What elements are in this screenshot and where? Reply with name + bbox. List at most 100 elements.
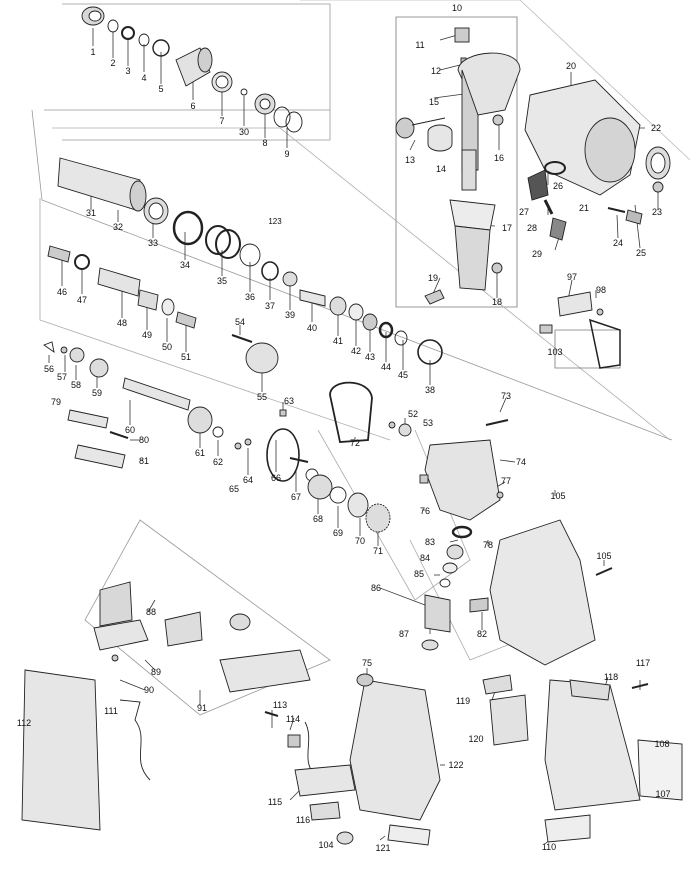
part-90-art: [111, 654, 119, 662]
label-20: 20: [565, 61, 577, 71]
part-27-art: [527, 169, 549, 201]
frame-upper-right-group: [300, 0, 691, 161]
part-42-art: [348, 303, 364, 321]
label-27: 27: [518, 207, 530, 217]
label-5: 5: [158, 84, 164, 94]
part-89-art: [93, 619, 149, 651]
part-108-art: [637, 739, 683, 801]
part-14-art: [427, 124, 453, 152]
part-29-art: [549, 217, 567, 241]
part-120-art: [489, 694, 529, 746]
label-51: 51: [180, 352, 192, 362]
part-37-art: [261, 261, 279, 281]
part-5-art: [152, 39, 170, 57]
part-18-art: [491, 262, 503, 274]
part-23-art: [652, 181, 664, 193]
label-76: 76: [419, 506, 431, 516]
part-21-art: [524, 79, 641, 196]
label-108: 108: [654, 739, 670, 749]
label-64: 64: [242, 475, 254, 485]
part-52-art: [388, 421, 396, 429]
part-118-art: [569, 679, 611, 701]
label-65: 65: [228, 484, 240, 494]
part-122-art: [349, 679, 441, 821]
label-4: 4: [141, 73, 147, 83]
label-90: 90: [143, 685, 155, 695]
part-49-art: [137, 289, 159, 311]
label-118: 118: [603, 672, 619, 682]
part-119-art: [482, 674, 513, 695]
part-61-art: [187, 406, 213, 434]
part-91-art: [164, 611, 311, 693]
part-64-art: [266, 428, 300, 482]
part-86-art: [424, 594, 451, 633]
part-116-art: [309, 801, 341, 821]
part-11-art: [454, 27, 470, 43]
label-30: 30: [238, 127, 250, 137]
part-58-art: [69, 347, 85, 363]
part-113-art: [264, 711, 279, 717]
part-55-art: [245, 342, 279, 374]
label-37: 37: [264, 301, 276, 311]
part-1-art: [81, 6, 105, 26]
part-4-art: [138, 33, 150, 47]
label-39: 39: [284, 310, 296, 320]
label-55: 55: [256, 392, 268, 402]
part-15-art: [457, 52, 521, 171]
part-25-art: [625, 209, 643, 225]
part-70-art: [347, 492, 369, 518]
part-79-art: [67, 409, 109, 429]
label-15: 15: [428, 97, 440, 107]
label-121: 121: [375, 843, 391, 853]
label-29: 29: [531, 249, 543, 259]
part-3-art: [121, 26, 135, 40]
label-21: 21: [578, 203, 590, 213]
part-83-art: [446, 544, 464, 560]
frame-motor-group: [84, 519, 331, 716]
part-111-art: [119, 699, 151, 781]
part-26-art: [544, 161, 566, 175]
label-122: 122: [448, 760, 464, 770]
label-85: 85: [413, 569, 425, 579]
label-114: 114: [285, 714, 301, 724]
part-62-art: [212, 426, 224, 438]
part-77-art: [496, 491, 504, 499]
frame-bar-103: [554, 329, 621, 369]
label-58: 58: [70, 380, 82, 390]
label-9: 9: [284, 149, 290, 159]
label-119: 119: [455, 696, 471, 706]
label-81: 81: [138, 456, 150, 466]
part-60-art: [122, 377, 191, 411]
label-78: 78: [482, 540, 494, 550]
part-17-art: [449, 199, 496, 291]
part-28-art: [543, 199, 554, 215]
part-43-art: [362, 313, 378, 331]
label-79: 79: [50, 397, 62, 407]
label-45: 45: [397, 370, 409, 380]
label-123: 123: [268, 217, 282, 226]
part-36-art: [239, 243, 261, 267]
part-35-art: [205, 225, 241, 259]
part-98-art: [596, 308, 604, 316]
label-83: 83: [424, 537, 436, 547]
label-67: 67: [290, 492, 302, 502]
label-87: 87: [398, 629, 410, 639]
label-31: 31: [85, 208, 97, 218]
label-73: 73: [500, 391, 512, 401]
part-78-art: [451, 525, 473, 539]
label-3: 3: [125, 66, 131, 76]
label-63: 63: [283, 396, 295, 406]
label-33: 33: [147, 238, 159, 248]
label-117: 117: [635, 658, 651, 668]
part-73-art: [485, 419, 509, 426]
part-114-art: [287, 721, 316, 776]
label-111: 111: [104, 706, 118, 716]
part-22-art: [645, 146, 671, 180]
label-1: 1: [90, 47, 96, 57]
label-72: 72: [349, 438, 361, 448]
part-112-art: [21, 669, 101, 831]
label-6: 6: [190, 101, 196, 111]
label-41: 41: [332, 336, 344, 346]
frame-rotor-group: [409, 539, 521, 661]
